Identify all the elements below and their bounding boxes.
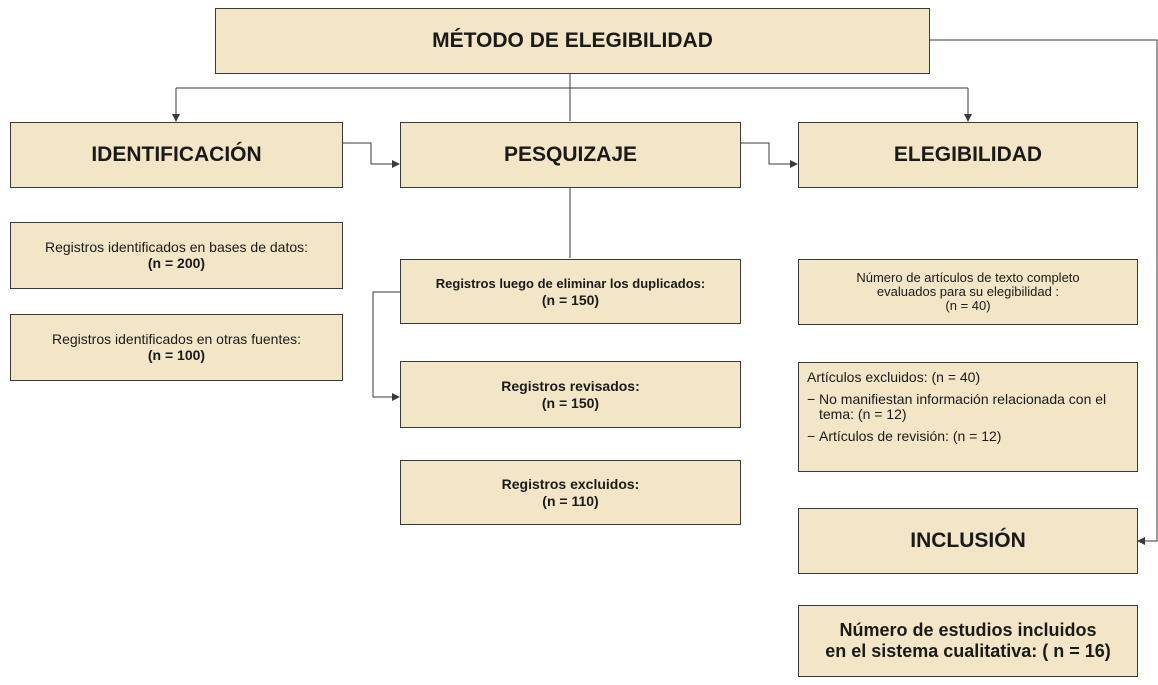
reviewed-count: (n = 150) bbox=[541, 394, 600, 411]
pesquizaje-box: PESQUIZAJE bbox=[400, 122, 741, 188]
reviewed-box: Registros revisados: (n = 150) bbox=[400, 361, 741, 428]
included-studies-box: Número de estudios incluidos en el siste… bbox=[798, 605, 1138, 677]
after-duplicates-count: (n = 150) bbox=[541, 291, 600, 308]
other-sources-box: Registros identificados en otras fuentes… bbox=[10, 314, 343, 381]
after-duplicates-label: Registros luego de eliminar los duplicad… bbox=[435, 275, 706, 291]
bullet-dash: − bbox=[807, 428, 816, 444]
pesquizaje-title: PESQUIZAJE bbox=[503, 143, 638, 166]
excluded-articles-box: Artículos excluidos: (n = 40) − No manif… bbox=[798, 362, 1138, 472]
excluded-records-box: Registros excluidos: (n = 110) bbox=[400, 460, 741, 525]
other-sources-count: (n = 100) bbox=[147, 347, 206, 363]
excluded-records-count: (n = 110) bbox=[542, 492, 599, 509]
arrow-identificacion-to-pesquizaje bbox=[342, 142, 400, 168]
excluded-articles-header: Artículos excluidos: (n = 40) bbox=[807, 369, 981, 385]
fulltext-line1: Número de artículos de texto completo bbox=[856, 270, 1080, 285]
inclusion-title: INCLUSIÓN bbox=[910, 529, 1026, 552]
fulltext-count: (n = 40) bbox=[945, 298, 991, 313]
connector-method-split bbox=[176, 73, 968, 89]
elegibilidad-title: ELEGIBILIDAD bbox=[893, 143, 1043, 166]
identificacion-title: IDENTIFICACIÓN bbox=[91, 143, 262, 166]
excluded-reason-text: Artículos de revisión: (n = 12) bbox=[819, 428, 1002, 444]
elegibilidad-box: ELEGIBILIDAD bbox=[798, 122, 1138, 188]
arrow-pesquizaje-to-elegibilidad bbox=[740, 142, 798, 168]
excluded-reason-text: No manifiestan información relacionada c… bbox=[819, 391, 1107, 422]
databases-count: (n = 200) bbox=[147, 255, 206, 271]
databases-box: Registros identificados en bases de dato… bbox=[10, 222, 343, 289]
excluded-records-label: Registros excluidos: bbox=[501, 475, 640, 492]
reviewed-label: Registros revisados: bbox=[501, 377, 640, 394]
included-studies-line1: Número de estudios incluidos bbox=[839, 620, 1097, 640]
excluded-reason-item: − Artículos de revisión: (n = 12) bbox=[807, 429, 1129, 444]
inclusion-box: INCLUSIÓN bbox=[798, 508, 1138, 574]
after-duplicates-box: Registros luego de eliminar los duplicad… bbox=[400, 259, 741, 324]
method-title: MÉTODO DE ELEGIBILIDAD bbox=[432, 29, 713, 52]
databases-label: Registros identificados en bases de dato… bbox=[44, 239, 309, 255]
arrow-method-to-inclusion bbox=[930, 39, 1158, 545]
fulltext-box: Número de artículos de texto completo ev… bbox=[798, 259, 1138, 325]
included-studies-line2: en el sistema cualitativa: ( n = 16) bbox=[825, 641, 1111, 661]
other-sources-label: Registros identificados en otras fuentes… bbox=[51, 331, 302, 347]
fulltext-line2: evaluados para su elegibilidad : bbox=[876, 284, 1060, 299]
identificacion-box: IDENTIFICACIÓN bbox=[10, 122, 343, 188]
excluded-reason-item: − No manifiestan información relacionada… bbox=[807, 392, 1129, 422]
method-box: MÉTODO DE ELEGIBILIDAD bbox=[215, 8, 930, 74]
arrow-duplicados-to-revisados bbox=[372, 291, 400, 401]
bullet-dash: − bbox=[807, 391, 816, 407]
